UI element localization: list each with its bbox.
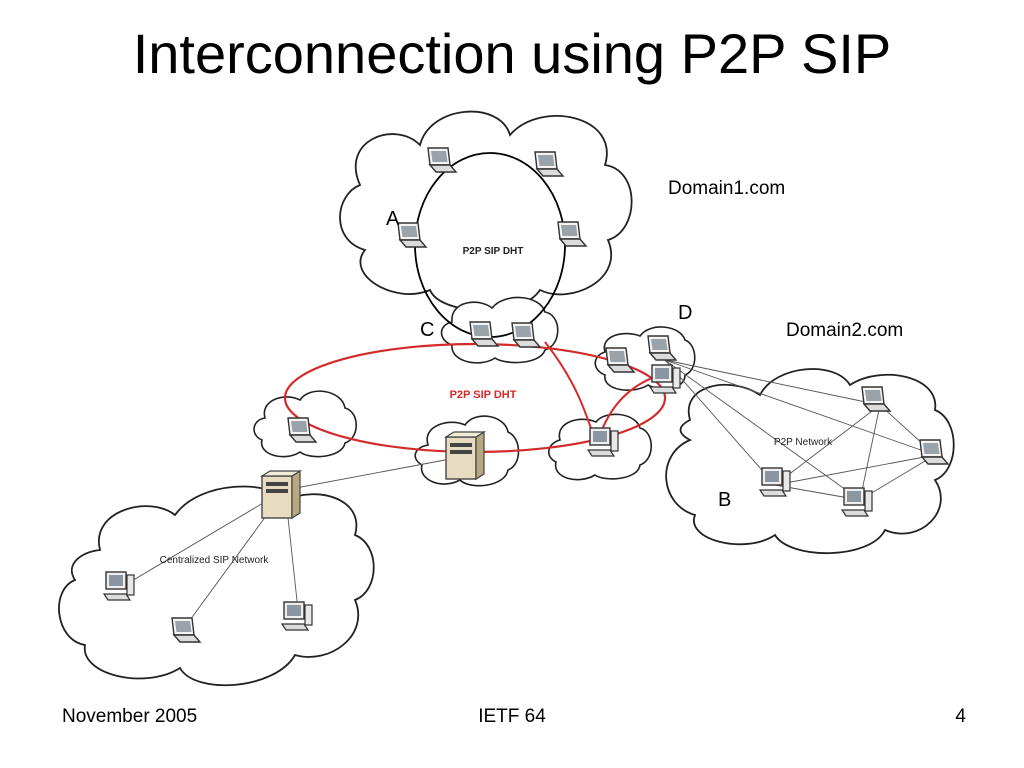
- p2p-network-label: P2P Network: [774, 437, 833, 448]
- node-c-label: C: [420, 319, 434, 341]
- cloud-domain1: [339, 110, 633, 312]
- footer-date: November 2005: [62, 706, 198, 727]
- cloud-centralized: [58, 485, 375, 687]
- node-d-label: D: [678, 302, 692, 324]
- domain1-label: Domain1.com: [668, 178, 785, 199]
- footer-page-number: 4: [955, 706, 966, 727]
- cloud-small-c: [440, 296, 559, 364]
- server-icon: [261, 470, 301, 519]
- cloud-domain2: [665, 368, 955, 555]
- server-icon: [445, 431, 485, 480]
- inner-dht-label: P2P SIP DHT: [463, 246, 524, 257]
- node-a-label: A: [386, 208, 400, 230]
- centralized-label: Centralized SIP Network: [160, 555, 270, 566]
- desktop-icon: [649, 364, 681, 394]
- node-b-label: B: [718, 489, 731, 511]
- outer-dht-label: P2P SIP DHT: [450, 389, 517, 401]
- slide-title: Interconnection using P2P SIP: [132, 22, 892, 85]
- network-diagram: P2P SIP DHT P2P SIP DHT P2P Network Cent…: [58, 110, 955, 687]
- footer-event: IETF 64: [478, 706, 546, 727]
- domain2-label: Domain2.com: [786, 320, 903, 341]
